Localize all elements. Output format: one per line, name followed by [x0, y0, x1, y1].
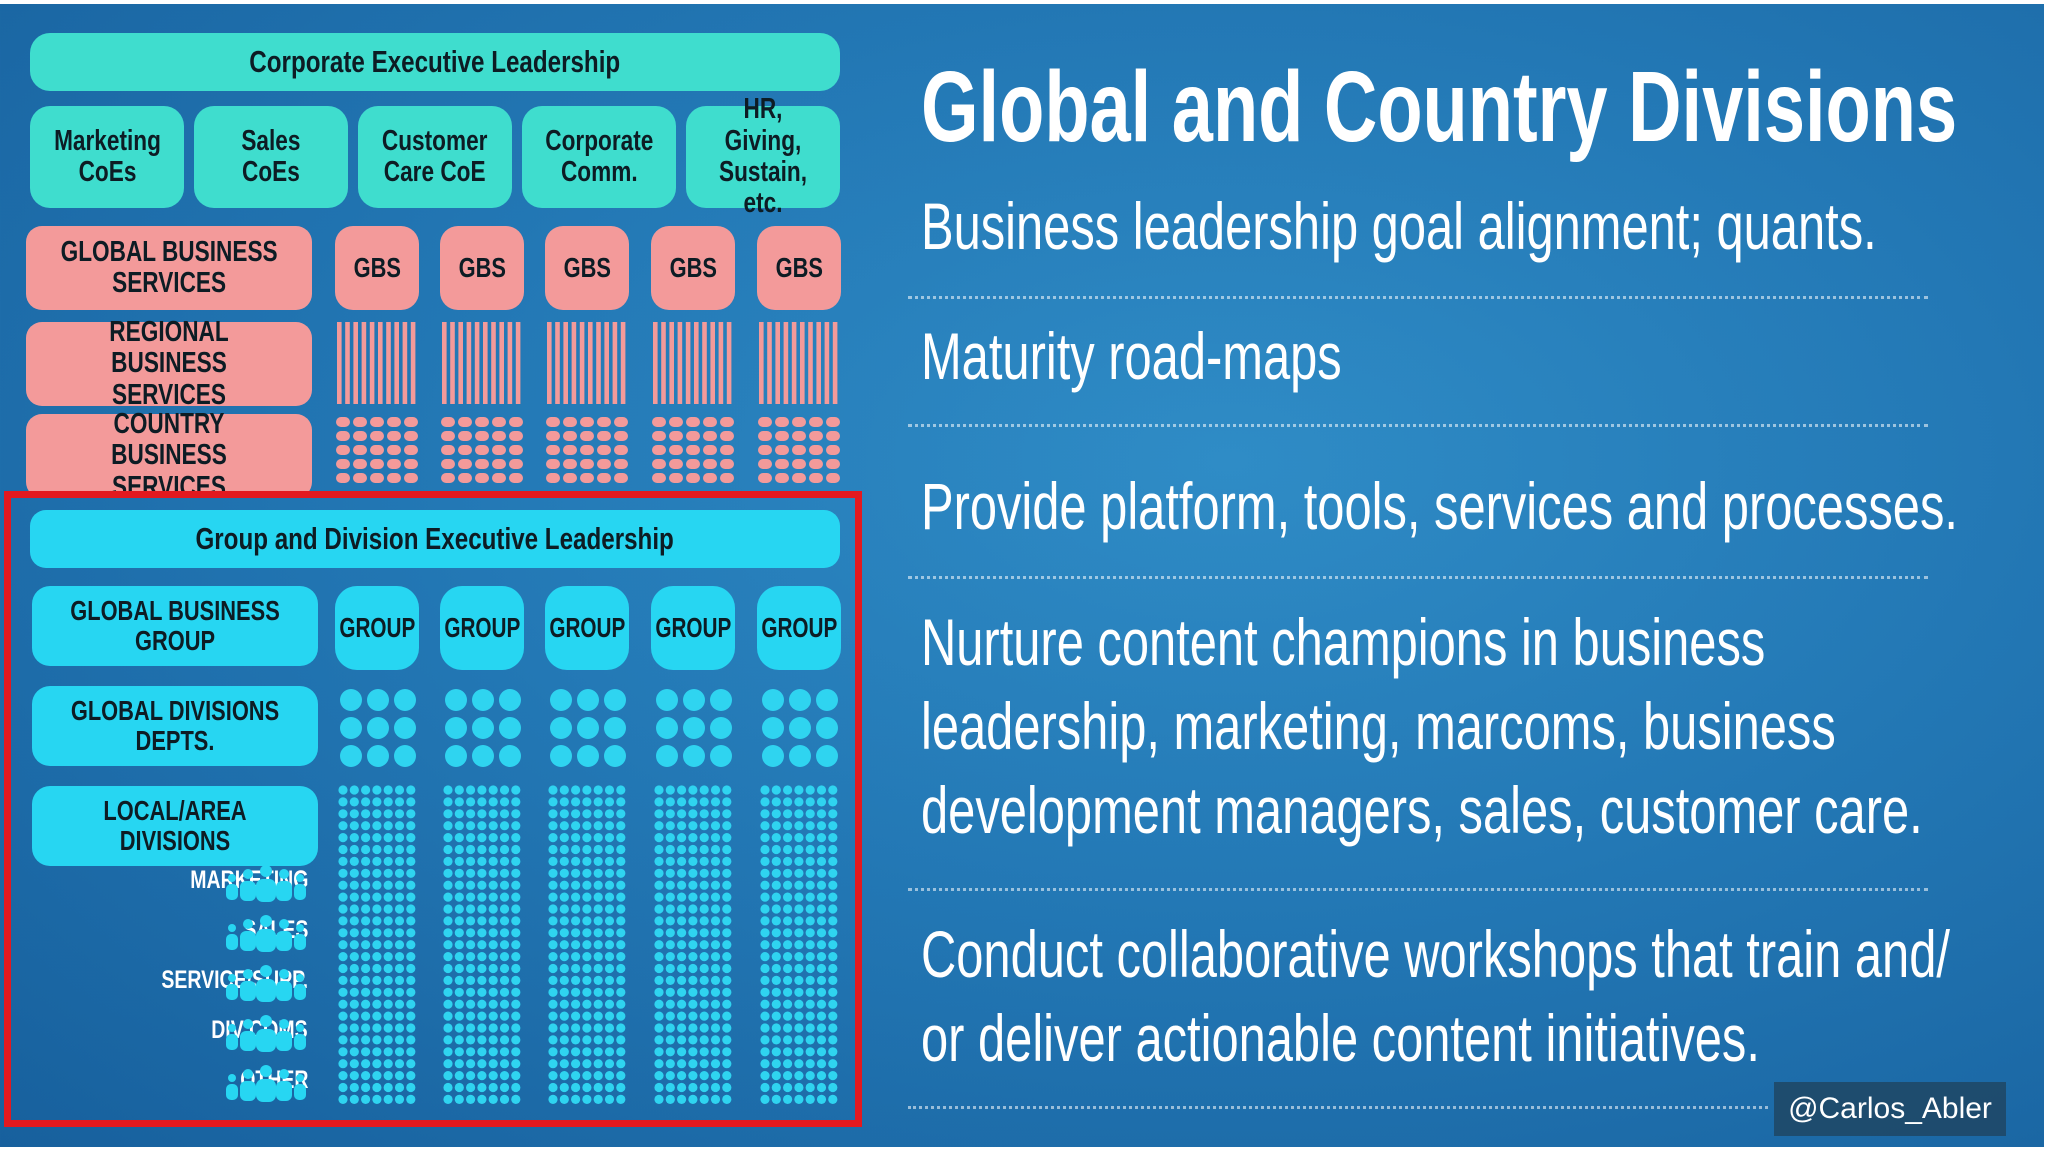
local-unit-dots — [545, 784, 629, 1110]
box-label: Customer Care CoE — [382, 124, 488, 188]
box-label: GROUP — [444, 611, 520, 643]
dotted-divider — [908, 1106, 1768, 1109]
division-unit-dots — [440, 686, 524, 770]
box-label: GBS — [669, 251, 717, 283]
coe-box: Customer Care CoE — [358, 106, 512, 208]
group-row-label: GLOBAL BUSINESS GROUP — [32, 586, 318, 666]
regional-unit-lines — [757, 322, 841, 404]
gbs-box: GBS — [440, 226, 524, 310]
box-label: LOCAL/AREA DIVISIONS — [103, 794, 247, 856]
group-leadership-bar: Group and Division Executive Leadership — [30, 510, 840, 568]
local-unit-dots — [651, 784, 735, 1110]
regional-unit-lines — [545, 322, 629, 404]
box-label: GROUP — [549, 611, 625, 643]
gbs-box: GBS — [545, 226, 629, 310]
box-label: HR, Giving, Sustain, etc. — [719, 93, 807, 220]
corp-row-label: COUNTRY BUSINESS SERVICES — [26, 408, 312, 502]
country-unit-dots — [440, 416, 524, 484]
regional-unit-lines — [335, 322, 419, 404]
point-line: development managers, sales, customer ca… — [921, 768, 2048, 852]
box-label: GLOBAL DIVISIONS DEPTS. — [70, 694, 280, 756]
box-label: GROUP — [761, 611, 837, 643]
credit-badge: @Carlos_Abler — [1774, 1082, 2006, 1136]
box-label: GROUP — [655, 611, 731, 643]
point-text: Provide platform, tools, services and pr… — [921, 469, 1958, 543]
point-line: Business leadership goal alignment; quan… — [921, 184, 2048, 268]
country-unit-dots — [335, 416, 419, 484]
point-text: Business leadership goal alignment; quan… — [921, 189, 1877, 263]
corporate-leadership-bar: Corporate Executive Leadership — [30, 33, 840, 91]
box-label: GBS — [458, 251, 506, 283]
box-label: REGIONAL BUSINESS SERVICES — [109, 316, 229, 411]
box-label: COUNTRY BUSINESS SERVICES — [111, 408, 227, 503]
box-label: Sales CoEs — [241, 124, 301, 188]
box-label: GLOBAL BUSINESS GROUP — [70, 594, 280, 656]
group-leadership-title: Group and Division Executive Leadership — [195, 521, 675, 557]
local-unit-dots — [757, 784, 841, 1110]
people-group-icon — [220, 1064, 312, 1109]
point-line: Maturity road-maps — [921, 314, 1490, 398]
country-unit-dots — [757, 416, 841, 484]
coe-box: HR, Giving, Sustain, etc. — [686, 94, 840, 219]
coe-box: Corporate Comm. — [522, 106, 676, 208]
point-line: Provide platform, tools, services and pr… — [921, 464, 2048, 548]
point-text: Maturity road-maps — [921, 319, 1342, 393]
local-unit-dots — [335, 784, 419, 1110]
coe-box: Marketing CoEs — [30, 106, 184, 208]
group-box: GROUP — [440, 586, 524, 670]
people-group-icon — [220, 864, 312, 909]
headline: Global and Country Divisions — [921, 51, 1958, 163]
dotted-divider — [908, 576, 1928, 579]
dotted-divider — [908, 424, 1928, 427]
box-label: GBS — [353, 251, 401, 283]
box-label: GLOBAL BUSINESS SERVICES — [60, 235, 278, 299]
right-border — [2044, 0, 2048, 1152]
box-label: GBS — [563, 251, 611, 283]
box-label: Marketing CoEs — [53, 124, 161, 188]
group-box: GROUP — [757, 586, 841, 670]
country-unit-dots — [545, 416, 629, 484]
group-box: GROUP — [335, 586, 419, 670]
point-text: Conduct collaborative workshops that tra… — [921, 917, 1950, 991]
point-text: leadership, marketing, marcoms, business — [921, 689, 1836, 763]
corp-row-label: REGIONAL BUSINESS SERVICES — [26, 316, 312, 410]
point-line: or deliver actionable content initiative… — [921, 996, 2048, 1080]
dotted-divider — [908, 296, 1928, 299]
box-label: GBS — [775, 251, 823, 283]
top-border — [0, 0, 2048, 4]
box-label: GROUP — [339, 611, 415, 643]
point-text: development managers, sales, customer ca… — [921, 773, 1923, 847]
group-row-label: GLOBAL DIVISIONS DEPTS. — [32, 686, 318, 766]
people-group-icon — [220, 964, 312, 1009]
highlight-frame — [4, 491, 862, 1127]
corporate-leadership-title: Corporate Executive Leadership — [249, 44, 621, 80]
corp-row-label: GLOBAL BUSINESS SERVICES — [26, 226, 312, 310]
point-line: leadership, marketing, marcoms, business — [921, 684, 2048, 768]
division-unit-dots — [757, 686, 841, 770]
people-group-icon — [220, 1014, 312, 1059]
bottom-border — [0, 1147, 2048, 1152]
regional-unit-lines — [651, 322, 735, 404]
local-unit-dots — [440, 784, 524, 1110]
point-line: Conduct collaborative workshops that tra… — [921, 912, 2048, 996]
division-unit-dots — [335, 686, 419, 770]
box-label: Corporate Comm. — [544, 124, 654, 188]
gbs-box: GBS — [757, 226, 841, 310]
gbs-box: GBS — [335, 226, 419, 310]
point-line: Nurture content champions in business — [921, 600, 2048, 684]
people-group-icon — [220, 914, 312, 959]
group-box: GROUP — [545, 586, 629, 670]
gbs-box: GBS — [651, 226, 735, 310]
group-row-label: LOCAL/AREA DIVISIONS — [32, 786, 318, 866]
dotted-divider — [908, 888, 1928, 891]
coe-box: Sales CoEs — [194, 106, 348, 208]
division-unit-dots — [651, 686, 735, 770]
regional-unit-lines — [440, 322, 524, 404]
group-box: GROUP — [651, 586, 735, 670]
country-unit-dots — [651, 416, 735, 484]
point-text: or deliver actionable content initiative… — [921, 1001, 1760, 1075]
division-unit-dots — [545, 686, 629, 770]
point-text: Nurture content champions in business — [921, 605, 1766, 679]
